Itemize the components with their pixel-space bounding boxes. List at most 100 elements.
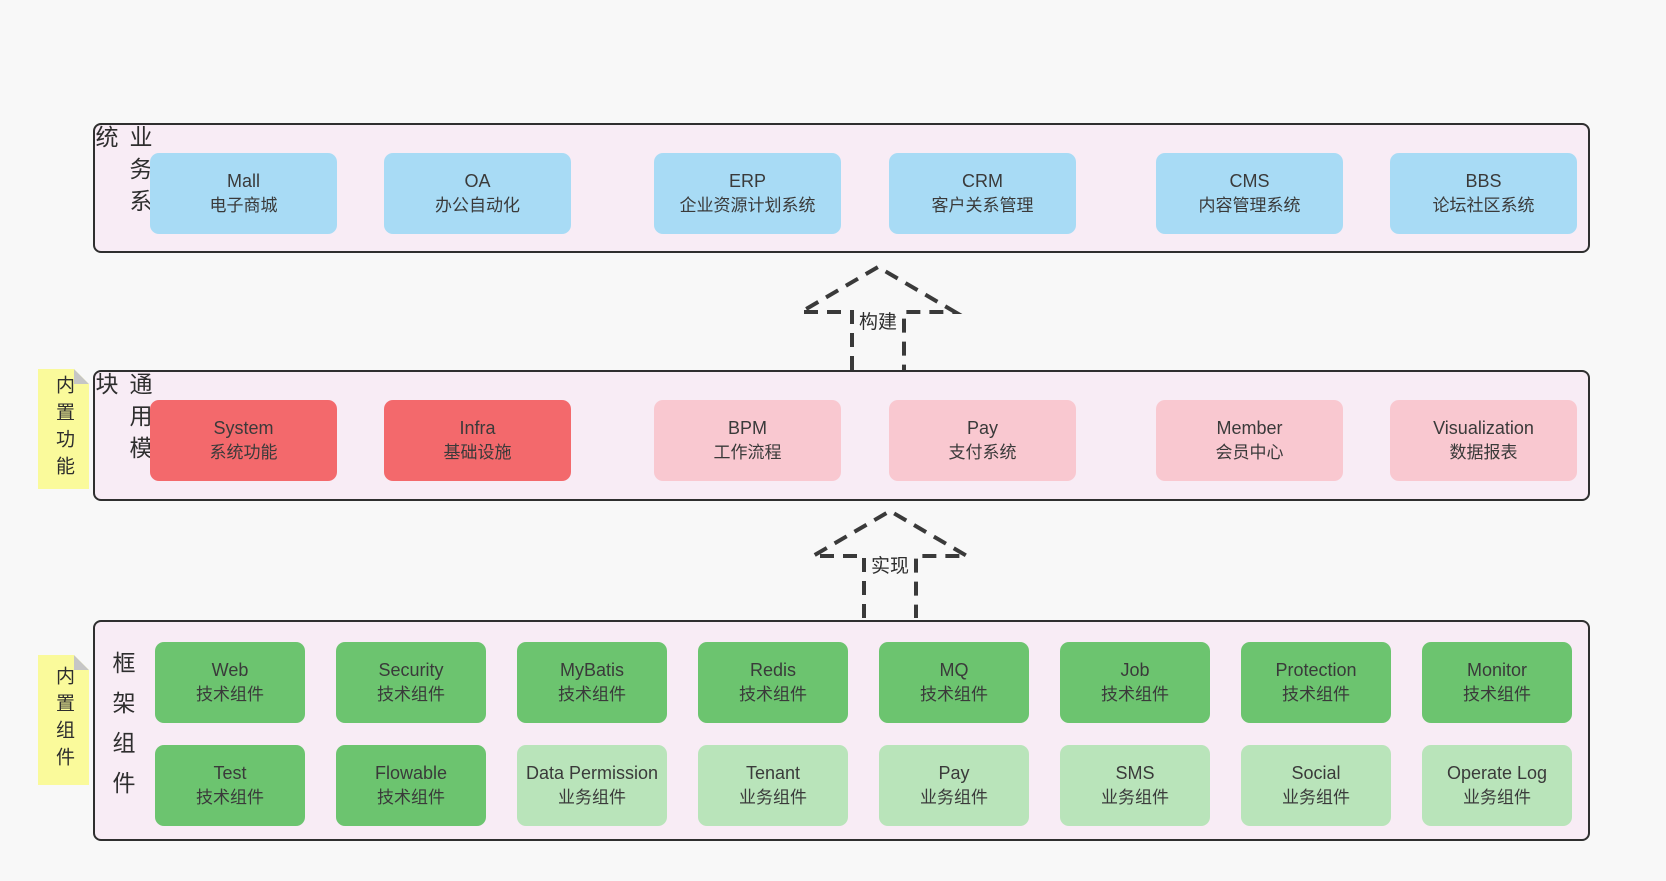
box-infra: Infra 基础设施: [384, 400, 571, 481]
box-title: MQ: [939, 660, 969, 680]
arrow-implement: 实现: [805, 506, 975, 618]
box-title: CMS: [1229, 171, 1270, 191]
box-subtitle: 技术组件: [1282, 685, 1350, 705]
band-label-business-systems: 业务系统: [92, 125, 152, 221]
box-subtitle: 业务组件: [920, 788, 988, 808]
box-subtitle: 技术组件: [377, 685, 445, 705]
folded-corner-icon: [74, 655, 89, 670]
up-arrow-dashed-icon: [793, 264, 963, 370]
box-job: Job 技术组件: [1060, 642, 1210, 723]
box-title: Monitor: [1466, 660, 1528, 680]
box-subtitle: 技术组件: [739, 685, 807, 705]
box-title: MyBatis: [559, 660, 624, 680]
box-title: Tenant: [745, 763, 801, 783]
box-crm: CRM 客户关系管理: [889, 153, 1076, 234]
box-subtitle: 客户关系管理: [931, 196, 1034, 216]
box-subtitle: 内容管理系统: [1198, 196, 1301, 216]
box-mq: MQ 技术组件: [879, 642, 1029, 723]
tab-built-in-components-label: 内置组件: [53, 666, 74, 774]
box-security: Security 技术组件: [336, 642, 486, 723]
box-bbs: BBS 论坛社区系统: [1390, 153, 1577, 234]
box-flowable: Flowable 技术组件: [336, 745, 486, 826]
box-subtitle: 技术组件: [196, 788, 264, 808]
box-mybatis: MyBatis 技术组件: [517, 642, 667, 723]
box-subtitle: 技术组件: [377, 788, 445, 808]
box-title: ERP: [728, 171, 766, 191]
box-cms: CMS 内容管理系统: [1156, 153, 1343, 234]
band-label-common-modules: 通用模块: [92, 372, 152, 468]
box-oa: OA 办公自动化: [384, 153, 571, 234]
tab-built-in-components: 内置组件: [38, 655, 89, 785]
box-title: Protection: [1275, 660, 1357, 680]
box-title: Mall: [226, 171, 260, 191]
box-operate-log: Operate Log 业务组件: [1422, 745, 1572, 826]
box-protection: Protection 技术组件: [1241, 642, 1391, 723]
tab-built-in-features: 内置功能: [38, 369, 89, 489]
box-title: CRM: [962, 171, 1003, 191]
box-title: Pay: [966, 418, 999, 438]
box-social: Social 业务组件: [1241, 745, 1391, 826]
box-title: Job: [1120, 660, 1150, 680]
box-subtitle: 业务组件: [1463, 788, 1531, 808]
band-common-modules: 通用模块 System 系统功能 Infra 基础设施 BPM 工作流程 Pay 支付系统 Me…: [92, 370, 1590, 501]
box-subtitle: 基础设施: [443, 443, 512, 463]
box-title: Member: [1216, 418, 1283, 438]
box-system: System 系统功能: [150, 400, 337, 481]
box-title: SMS: [1115, 763, 1155, 783]
box-visualization: Visualization 数据报表: [1390, 400, 1577, 481]
box-pay: Pay 业务组件: [879, 745, 1029, 826]
arrow-implement-label: 实现: [867, 550, 913, 579]
box-title: Infra: [459, 418, 496, 438]
box-title: Pay: [938, 763, 970, 783]
box-title: Social: [1291, 763, 1341, 783]
band-business-systems: 业务系统 Mall 电子商城 OA 办公自动化 ERP 企业资源计划系统 CRM 客户关系管理…: [92, 123, 1590, 253]
box-monitor: Monitor 技术组件: [1422, 642, 1572, 723]
box-subtitle: 技术组件: [1463, 685, 1531, 705]
box-subtitle: 办公自动化: [435, 196, 520, 216]
box-subtitle: 业务组件: [558, 788, 626, 808]
box-erp: ERP 企业资源计划系统: [654, 153, 841, 234]
box-pay: Pay 支付系统: [889, 400, 1076, 481]
box-title: Data Permission: [525, 763, 659, 783]
box-subtitle: 电子商城: [209, 196, 278, 216]
tab-built-in-features-label: 内置功能: [53, 375, 74, 483]
box-title: Visualization: [1433, 418, 1534, 438]
box-subtitle: 数据报表: [1449, 443, 1518, 463]
box-title: BBS: [1465, 171, 1502, 191]
box-title: Operate Log: [1446, 763, 1548, 783]
box-tenant: Tenant 业务组件: [698, 745, 848, 826]
box-subtitle: 企业资源计划系统: [679, 196, 816, 216]
box-title: Redis: [749, 660, 797, 680]
box-subtitle: 技术组件: [196, 685, 264, 705]
arrow-build: 构建: [793, 262, 963, 370]
box-subtitle: 技术组件: [1101, 685, 1169, 705]
box-subtitle: 系统功能: [209, 443, 278, 463]
box-title: Web: [211, 660, 249, 680]
box-title: BPM: [727, 418, 767, 438]
box-subtitle: 技术组件: [920, 685, 988, 705]
box-subtitle: 业务组件: [1282, 788, 1350, 808]
box-title: System: [213, 418, 274, 438]
box-bpm: BPM 工作流程: [654, 400, 841, 481]
box-member: Member 会员中心: [1156, 400, 1343, 481]
box-subtitle: 业务组件: [739, 788, 807, 808]
box-subtitle: 工作流程: [713, 443, 782, 463]
box-subtitle: 业务组件: [1101, 788, 1169, 808]
box-title: OA: [464, 171, 491, 191]
arrow-build-label: 构建: [855, 306, 901, 335]
box-title: Security: [378, 660, 444, 680]
band-label-framework-components: 框架组件: [109, 650, 135, 811]
box-redis: Redis 技术组件: [698, 642, 848, 723]
box-web: Web 技术组件: [155, 642, 305, 723]
box-subtitle: 支付系统: [948, 443, 1017, 463]
box-subtitle: 论坛社区系统: [1432, 196, 1535, 216]
box-subtitle: 会员中心: [1215, 443, 1284, 463]
box-mall: Mall 电子商城: [150, 153, 337, 234]
box-subtitle: 技术组件: [558, 685, 626, 705]
box-title: Flowable: [374, 763, 448, 783]
box-sms: SMS 业务组件: [1060, 745, 1210, 826]
box-data-permission: Data Permission 业务组件: [517, 745, 667, 826]
folded-corner-icon: [74, 369, 89, 384]
